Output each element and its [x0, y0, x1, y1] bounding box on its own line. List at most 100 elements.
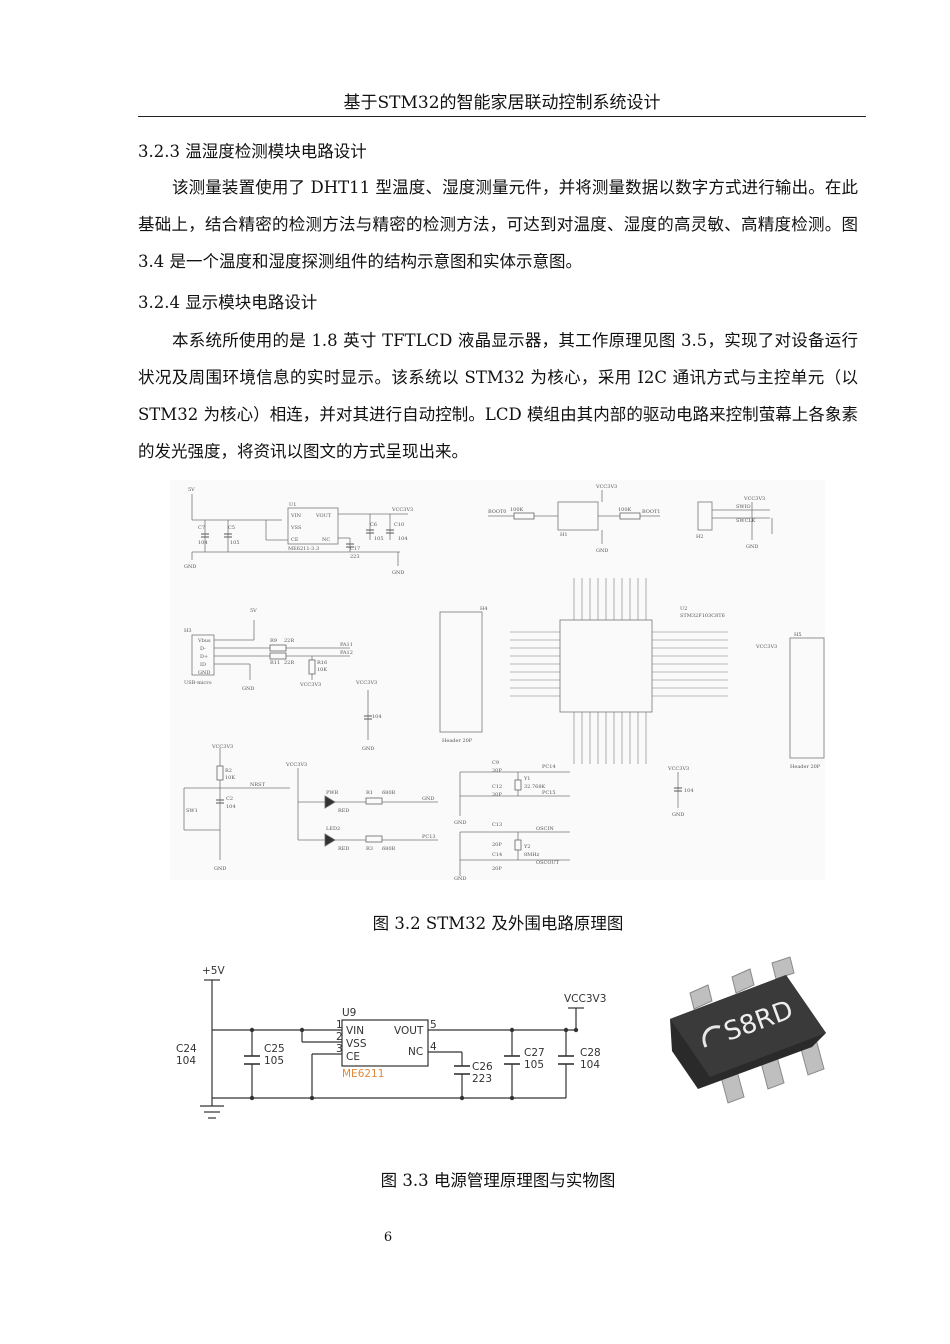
label-sw1: SW1	[186, 808, 198, 814]
label-vout: VOUT	[394, 1025, 424, 1037]
label-vcc-swd: VCC3V3	[743, 496, 765, 502]
label-u1: U1	[289, 502, 296, 508]
label-nc: NC	[322, 537, 330, 543]
label-gnd-swd: GND	[746, 544, 758, 550]
figure-3-3-caption: 图 3.3 电源管理原理图与实物图	[380, 1171, 616, 1190]
label-me6211: ME6211-3.3	[288, 546, 319, 552]
label-vcc3v3: VCC3V3	[564, 993, 606, 1005]
label-boot0: BOOT0	[488, 509, 506, 515]
label-vcc-usb: VCC3V3	[299, 682, 321, 688]
label-vbus: Vbus	[197, 638, 211, 644]
label-c13: C13	[492, 822, 502, 828]
label-c10: C10	[394, 522, 404, 528]
label-vcc-reset: VCC3V3	[211, 744, 233, 750]
label-r16-value: 10K	[317, 667, 327, 673]
label-id: ID	[200, 662, 206, 668]
label-c14: C14	[492, 852, 502, 858]
label-c28-value: 104	[580, 1059, 600, 1071]
label-r100k-2: 100K	[618, 507, 632, 513]
label-r100k-1: 100K	[510, 507, 524, 513]
label-c24-value: 104	[176, 1055, 196, 1067]
label-vcc-c7: VCC3V3	[667, 766, 689, 772]
label-pc15: PC15	[542, 790, 556, 796]
label-c9-value: 20P	[492, 768, 502, 774]
pin-1: 1	[336, 1019, 343, 1031]
label-nc: NC	[408, 1046, 423, 1058]
label-dminus: D-	[200, 646, 206, 652]
label-c7: C7	[198, 525, 205, 531]
label-gnd-1: GND	[184, 564, 196, 570]
label-r3: R3	[366, 846, 373, 852]
running-header: 基于STM32的智能家居联动控制系统设计	[138, 92, 866, 117]
label-gnd-c7: GND	[672, 812, 684, 818]
label-h2: H2	[696, 534, 704, 540]
label-h3: H3	[184, 628, 192, 634]
label-vin: VIN	[346, 1025, 364, 1037]
label-r9: R9	[270, 638, 277, 644]
label-vout: VOUT	[315, 513, 332, 519]
label-plus5v: +5V	[202, 965, 225, 977]
label-c17: C17	[350, 546, 360, 552]
label-header20-right: Header 20P	[790, 764, 821, 770]
label-c13-value: 20P	[492, 842, 502, 848]
label-5v: 5V	[188, 487, 195, 493]
paragraph-text: 本系统所使用的是 1.8 英寸 TFTLCD 液晶显示器，其工作原理见图 3.5…	[138, 331, 858, 461]
label-vin: VIN	[290, 513, 302, 519]
label-me6211: ME6211	[342, 1068, 384, 1080]
label-r16: R16	[317, 660, 327, 666]
figure-3-3-schematic: +5V VCC3V3 U9 VIN VSS CE VOUT NC ME6211 …	[176, 965, 606, 1119]
label-vss: VSS	[346, 1038, 367, 1050]
section-heading-3-2-4: 3.2.4 显示模块电路设计	[138, 293, 318, 312]
paragraph-humidity: 该测量装置使用了 DHT11 型温度、湿度测量元件，并将测量数据以数字方式进行输…	[138, 169, 858, 280]
label-vcc-h5: VCC3V3	[755, 644, 777, 650]
label-c4-value: 104	[372, 714, 382, 720]
label-pwr: PWR	[326, 790, 339, 796]
label-gnd-boot: GND	[596, 548, 608, 554]
label-dplus: D+	[200, 654, 208, 660]
label-5v-usb: 5V	[250, 608, 257, 614]
label-c26-value: 223	[472, 1073, 492, 1085]
label-r9-value: 22R	[284, 638, 294, 644]
label-y2-value: 8MHz	[524, 852, 540, 858]
label-r2: R2	[225, 768, 232, 774]
label-c25: C25	[264, 1043, 285, 1055]
label-ce: CE	[346, 1051, 360, 1063]
label-pc14: PC14	[542, 764, 556, 770]
label-vcc-boot: VCC3V3	[595, 484, 617, 490]
label-boot1: BOOT1	[642, 509, 660, 515]
chip-photo: S8RD	[670, 956, 826, 1104]
label-h4: H4	[480, 606, 488, 612]
label-u2: U2	[680, 606, 687, 612]
label-c10-value: 104	[398, 536, 408, 542]
label-c6: C6	[370, 522, 377, 528]
figure-3-2-schematic: 5V U1 VIN VSS CE VOUT NC ME6211-3.3 C7 1…	[170, 480, 825, 880]
label-c2-value: 104	[226, 804, 236, 810]
label-y1: Y1	[523, 776, 530, 782]
label-header20-left: Header 20P	[442, 738, 473, 744]
label-gnd-reset: GND	[214, 866, 226, 872]
label-pa11: PA11	[340, 642, 353, 648]
label-c9: C9	[492, 760, 499, 766]
section-heading-3-2-3: 3.2.3 温湿度检测模块电路设计	[138, 142, 367, 161]
label-c12: C12	[492, 784, 502, 790]
label-vss: VSS	[290, 525, 302, 531]
label-vcc-top: VCC3V3	[391, 507, 413, 513]
label-pa12: PA12	[340, 650, 353, 656]
label-vcc-c4: VCC3V3	[355, 680, 377, 686]
label-swclk: SWCLK	[736, 518, 756, 524]
label-c27-value: 105	[524, 1059, 544, 1071]
label-swio: SWIO	[736, 504, 751, 510]
label-y1-value: 32.768K	[524, 784, 545, 790]
label-r1: R1	[366, 790, 373, 796]
label-gnd-usb2: GND	[242, 686, 254, 692]
page-number: 6	[383, 1230, 393, 1245]
label-c26: C26	[472, 1061, 493, 1073]
label-c25-value: 105	[264, 1055, 284, 1067]
label-r3-value: 680R	[382, 846, 396, 852]
label-c28: C28	[580, 1047, 601, 1059]
label-gnd-c4: GND	[362, 746, 374, 752]
label-r11: R11	[270, 660, 280, 666]
label-c12-value: 20P	[492, 792, 502, 798]
pin-4: 4	[430, 1041, 437, 1053]
label-c6-value: 105	[374, 536, 384, 542]
